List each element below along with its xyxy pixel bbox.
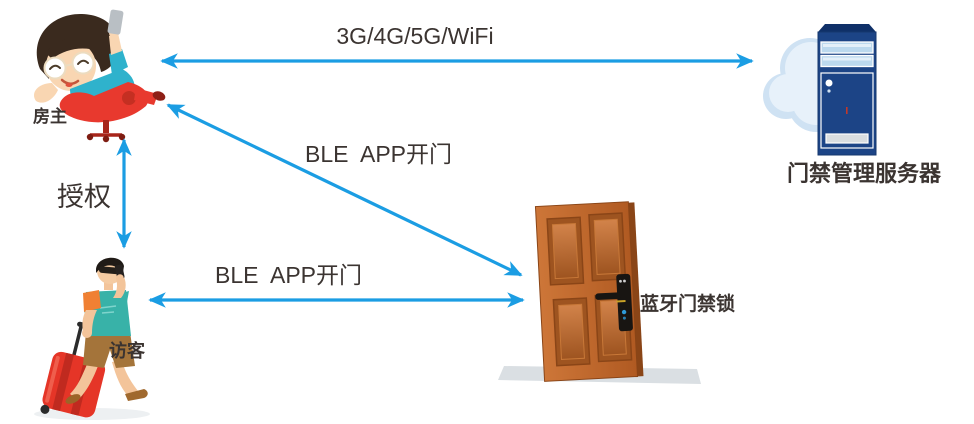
link-label-ble-app-open-upper: BLE APP开门 bbox=[305, 141, 453, 167]
server-illustration bbox=[763, 24, 877, 156]
link-homeowner-door-arrow bbox=[166, 103, 523, 277]
smart-lock-icon bbox=[595, 273, 633, 332]
visitor-back-leg bbox=[70, 362, 98, 400]
door-icon bbox=[534, 201, 644, 382]
homeowner-label: 房主 bbox=[33, 107, 67, 126]
visitor-front-shoe bbox=[125, 389, 148, 401]
visitor-orange-sleeve bbox=[83, 290, 101, 312]
visitor-neck bbox=[104, 280, 113, 290]
visitor-label: 访客 bbox=[109, 341, 145, 361]
door-illustration bbox=[498, 201, 701, 384]
homeowner-lip bbox=[65, 83, 73, 87]
visitor-right-arm bbox=[113, 277, 126, 298]
visitor-sunglasses bbox=[98, 266, 119, 275]
visitor-left-arm bbox=[82, 310, 97, 333]
server-drive-bays bbox=[820, 41, 874, 68]
link-label-ble-app-open-lower: BLE APP开门 bbox=[215, 262, 363, 288]
visitor-illustration bbox=[34, 257, 150, 420]
homeowner-fringe bbox=[46, 36, 112, 59]
visitor-back-shoe bbox=[65, 394, 81, 404]
visitor-cap bbox=[96, 257, 124, 273]
link-label-authorize: 授权 bbox=[57, 182, 111, 212]
server-front-panel bbox=[820, 72, 874, 149]
server-led bbox=[827, 89, 831, 93]
link-label-3g4g5gwifi: 3G/4G/5G/WiFi bbox=[336, 23, 494, 49]
homeowner-sleeve bbox=[109, 49, 128, 75]
homeowner-forearm bbox=[109, 33, 122, 55]
visitor-shirt-print bbox=[99, 305, 117, 314]
homeowner-glasses bbox=[43, 51, 95, 80]
homeowner-illustration bbox=[33, 9, 166, 143]
server-red-indicator bbox=[846, 107, 848, 114]
phone-icon bbox=[107, 9, 124, 35]
visitor-shorts bbox=[83, 332, 135, 368]
server-power-button bbox=[825, 79, 833, 87]
server-tower-icon bbox=[817, 24, 877, 156]
server-bottom-slot bbox=[825, 133, 869, 144]
visitor-right-hand bbox=[116, 274, 124, 282]
visitor-front-leg bbox=[112, 360, 138, 396]
door-lock-label: 蓝牙门禁锁 bbox=[640, 294, 736, 315]
recliner-chair-icon bbox=[59, 82, 166, 143]
server-label: 门禁管理服务器 bbox=[787, 161, 942, 186]
homeowner-arm-behind-head bbox=[33, 83, 58, 103]
visitor-left-hand bbox=[82, 328, 92, 338]
